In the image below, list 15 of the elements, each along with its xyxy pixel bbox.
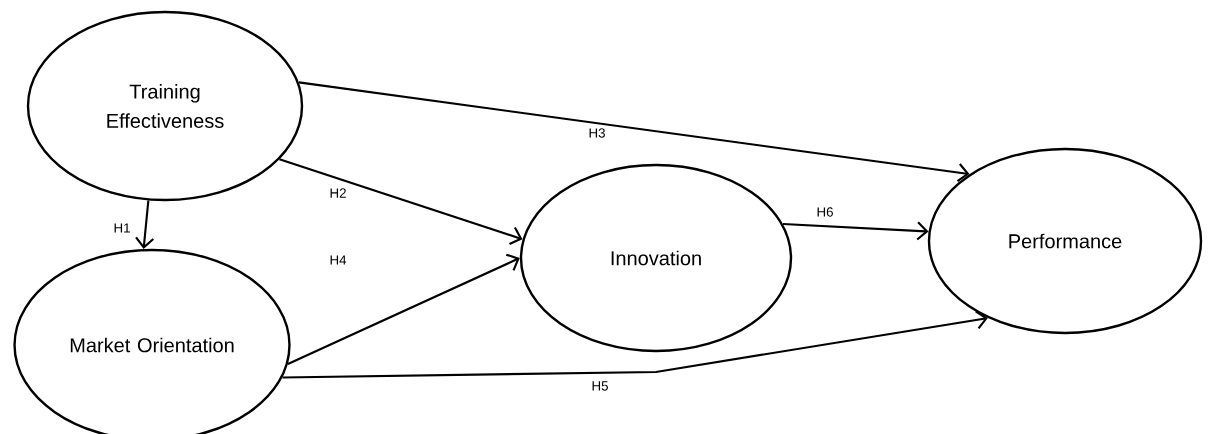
- arrow: [279, 158, 523, 246]
- arrow: [135, 200, 154, 249]
- arrow: [282, 310, 988, 379]
- edge-label: H1: [112, 222, 132, 234]
- arrow: [298, 81, 970, 183]
- ellipse-node: Training Effectiveness: [26, 10, 304, 202]
- edge-label: H2: [328, 187, 348, 199]
- edge-label: H3: [587, 126, 607, 140]
- edge-label: H6: [815, 205, 835, 219]
- ellipse-node: Innovation: [519, 163, 793, 353]
- arrow: [782, 221, 929, 241]
- edge-label: H4: [328, 254, 348, 266]
- ellipse-node: Performance: [927, 147, 1203, 335]
- edge-label: H5: [590, 380, 610, 392]
- arrow: [287, 253, 520, 366]
